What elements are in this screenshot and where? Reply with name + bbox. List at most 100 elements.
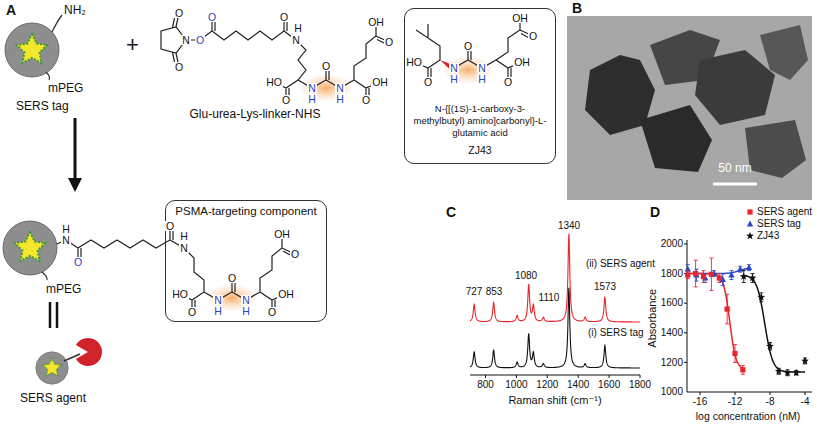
atom-label: N: [181, 35, 191, 46]
scale-bar: [713, 183, 757, 186]
atom-label: O: [279, 12, 289, 23]
legend-marker: [747, 209, 752, 214]
atom-label: O: [361, 95, 371, 106]
peak-label: 727: [466, 286, 483, 298]
axis-ticks: [486, 375, 641, 378]
axis-title: Absorbance: [646, 289, 659, 348]
series-label: (i) SERS tag: [588, 327, 644, 339]
atom-label: O: [195, 35, 205, 46]
peg-chain: [46, 72, 50, 80]
compound-name: Glu-urea-Lys-linker-NHS: [190, 108, 321, 122]
axis-tick-label: 1400: [661, 327, 683, 339]
atom-label: N: [335, 83, 345, 94]
legend-marker: [746, 232, 754, 239]
legend-label: SERS agent: [757, 206, 812, 218]
atom-label: O: [267, 307, 277, 318]
data-marker: [709, 272, 714, 277]
atom-label: O: [207, 12, 217, 23]
data-marker: [728, 272, 734, 278]
legend-marker: [747, 221, 753, 227]
atom-label: H: [307, 94, 317, 105]
atom-label: H: [335, 94, 345, 105]
atom-label: N: [477, 63, 487, 74]
axis-tick-label: 800: [477, 379, 494, 391]
group-label: mPEG: [48, 82, 83, 96]
tem-particle: [745, 120, 806, 178]
panel-letter: A: [6, 2, 16, 18]
atom-label: O: [528, 31, 538, 42]
product-bonds: [57, 226, 295, 312]
box-text: N-{[(1S)-1-carboxy-3-methylbutyl) amino]…: [410, 103, 550, 139]
atom-label: H: [293, 23, 303, 34]
atom-label: N: [449, 63, 459, 74]
atom-label: OH: [367, 17, 385, 28]
atom-label: N: [241, 295, 251, 306]
atom-label: N: [61, 235, 71, 246]
caption-label: SERS tag: [16, 100, 69, 114]
legend-label: ZJ43: [757, 230, 779, 242]
atom-label: HO: [171, 289, 189, 300]
reagent-bonds: [161, 13, 389, 100]
equivalence-bar: [49, 302, 52, 328]
data-marker: [732, 351, 737, 356]
axis-title: log concentration (nM): [696, 410, 800, 422]
data-marker: [792, 369, 800, 376]
tem-particle: [760, 25, 808, 80]
atom-label: OH: [511, 13, 529, 24]
data-marker: [757, 293, 765, 300]
amine-chain: [52, 15, 62, 32]
box-text: PSMA-targeting component: [171, 204, 321, 218]
error-bar: [694, 260, 698, 287]
axis-tick-label: 1200: [661, 357, 683, 369]
data-marker: [701, 274, 706, 279]
group-label: mPEG: [46, 283, 81, 297]
data-marker: [685, 272, 690, 277]
data-marker: [740, 273, 748, 280]
axis-tick-label: -16: [693, 396, 707, 408]
panel-letter: D: [650, 204, 660, 220]
error-bar: [717, 274, 721, 283]
sers-tag-particle: [5, 23, 59, 77]
axis-tick-label: -12: [728, 396, 742, 408]
peak-label: 1110: [539, 292, 560, 304]
psma-binder-icon: [76, 338, 102, 366]
axis-tick-label: 1400: [567, 379, 589, 391]
reaction-arrowhead: [68, 178, 82, 192]
panel-letter: C: [446, 204, 456, 220]
tem-particle: [695, 50, 775, 125]
atom-label: OH: [513, 57, 531, 68]
atom-label: O: [227, 273, 237, 284]
atom-label: OH: [277, 289, 295, 300]
atom-label: O: [281, 95, 291, 106]
box-title: ZJ43: [410, 144, 550, 157]
x-axis: [470, 375, 640, 376]
peak-label: 1340: [558, 220, 580, 232]
x-axis: [687, 392, 812, 393]
data-marker: [725, 307, 730, 312]
atom-label: N: [213, 295, 223, 306]
axis-title: Raman shift (cm⁻¹): [508, 394, 601, 407]
axis-tick-label: -8: [766, 396, 775, 408]
atom-label: O: [187, 307, 197, 318]
data-marker: [746, 264, 752, 270]
axis-tick-label: 1600: [661, 297, 683, 309]
atom-label: N: [307, 83, 317, 94]
atom-label: O: [174, 62, 184, 73]
axis-tick-label: 1800: [629, 379, 651, 391]
peak-label: 1080: [515, 270, 537, 282]
data-marker: [784, 369, 792, 376]
scale-bar-label: 50 nm: [718, 162, 751, 176]
axis-tick-label: 2000: [661, 238, 683, 250]
atom-label: OH: [371, 77, 389, 88]
data-marker: [801, 357, 809, 364]
spectrum-line: [470, 234, 640, 322]
atom-label: H: [61, 224, 71, 235]
data-marker: [693, 271, 698, 276]
sers-agent-icon: [36, 352, 68, 384]
data-marker: [749, 274, 757, 281]
axis-tick-label: -4: [801, 396, 810, 408]
axis-tick-label: 1800: [661, 268, 683, 280]
data-marker: [766, 342, 774, 349]
atom-label: H: [213, 306, 223, 317]
